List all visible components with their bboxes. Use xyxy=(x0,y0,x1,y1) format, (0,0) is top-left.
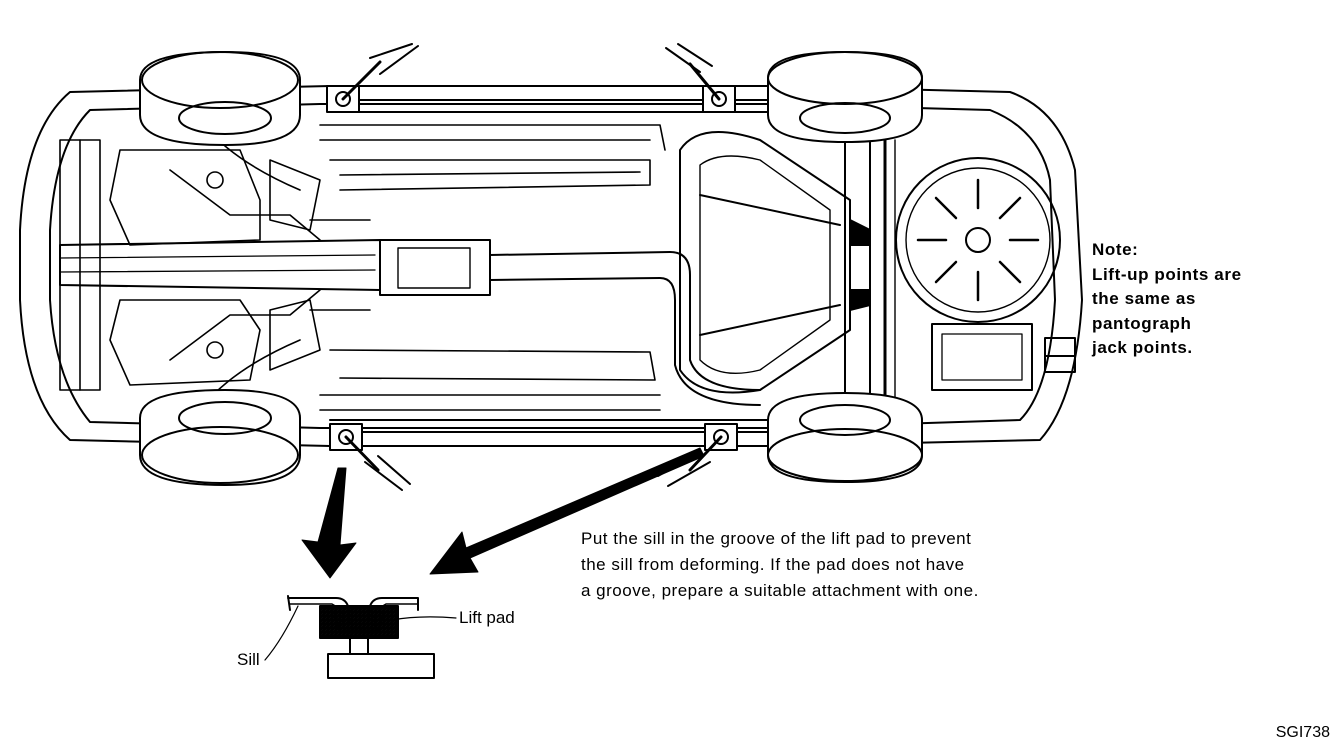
lift-point-front-right xyxy=(329,423,411,491)
figure-code: SGI738 xyxy=(1275,724,1330,741)
pad-groove xyxy=(332,610,386,634)
floor-panel-lines xyxy=(309,124,666,411)
front-left-tire xyxy=(139,51,301,146)
instruction-line: a groove, prepare a suitable attachment … xyxy=(581,581,979,600)
lift-arm xyxy=(327,653,435,679)
rear-muffler xyxy=(931,323,1076,391)
exhaust-system xyxy=(59,239,761,406)
instruction-line: the sill from deforming. If the pad does… xyxy=(581,555,965,574)
instruction-text: Put the sill in the groove of the lift p… xyxy=(581,526,979,604)
arrow-to-detail-right xyxy=(429,447,705,575)
lift-point-rear-left xyxy=(665,43,736,113)
note-box: Note: Lift-up points are the same as pan… xyxy=(1092,238,1242,361)
lift-pad-leader xyxy=(391,616,457,621)
fuel-tank xyxy=(679,131,851,394)
sill-leader xyxy=(264,605,299,661)
lift-point-rear-right xyxy=(657,423,738,487)
arrow-to-detail-left xyxy=(301,467,357,579)
note-line: pantograph xyxy=(1092,313,1192,333)
front-right-tire xyxy=(139,389,301,486)
instruction-line: Put the sill in the groove of the lift p… xyxy=(581,529,972,548)
lift-point-front-left xyxy=(326,43,419,113)
note-title: Note: xyxy=(1092,240,1139,259)
note-line: the same as xyxy=(1092,289,1196,308)
sill-cross-section xyxy=(287,595,419,625)
rear-right-tire xyxy=(767,392,923,483)
note-line: Lift-up points are xyxy=(1092,264,1242,284)
sill-label: Sill xyxy=(237,650,260,669)
lift-pad-detail xyxy=(264,595,457,679)
spare-tire xyxy=(895,157,1061,323)
rear-left-tire xyxy=(767,51,923,143)
rear-axle xyxy=(844,119,896,421)
note-line: jack points. xyxy=(1092,338,1193,357)
engine-bay xyxy=(59,119,321,411)
pad-stem xyxy=(349,637,369,655)
lift-pad-label: Lift pad xyxy=(459,608,515,627)
